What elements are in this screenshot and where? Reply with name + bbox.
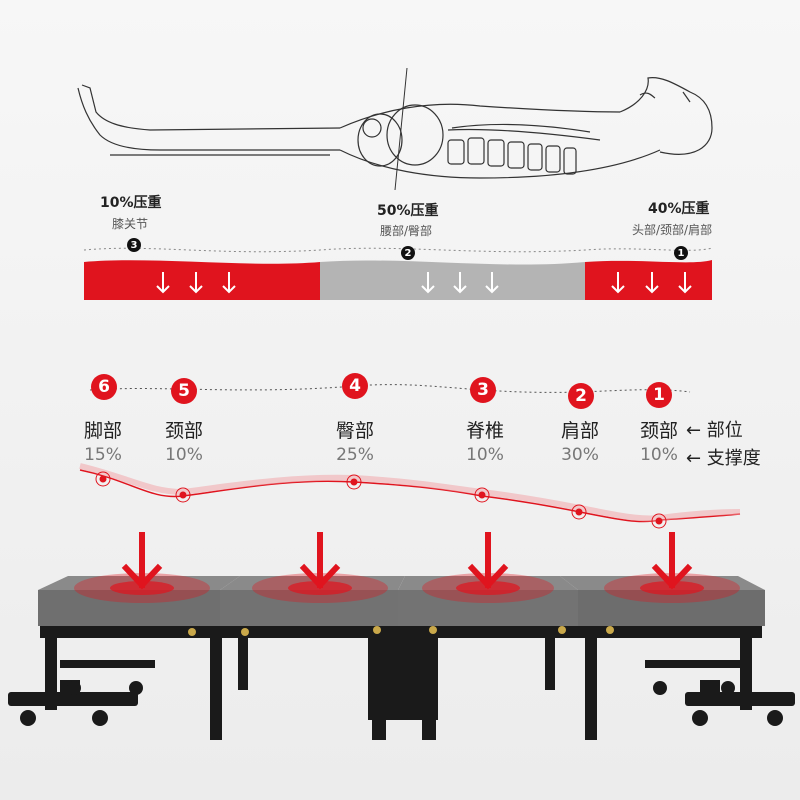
zone-3-percent: 10%压重: [100, 195, 162, 211]
zone-1-marker: 1: [674, 246, 688, 260]
legend-part: ← 部位: [686, 420, 743, 441]
folding-bed-illustration: [8, 532, 795, 740]
support-curve: [79, 384, 741, 529]
support-point-2-number: 2: [568, 383, 594, 409]
support-point-3-part: 脊椎: [465, 420, 505, 442]
legend-support: ← 支撑度: [686, 448, 761, 469]
body-outline-illustration: [77, 67, 713, 191]
support-point-3-value: 10%: [466, 445, 504, 465]
support-point-4-part: 臀部: [335, 420, 375, 442]
support-point-4-number: 4: [342, 373, 368, 399]
zone-1-part: 头部/颈部/肩部: [632, 223, 713, 237]
support-point-2-value: 30%: [561, 445, 599, 465]
support-point-6-number: 6: [91, 374, 117, 400]
support-point-4-value: 25%: [336, 445, 374, 465]
zone-3-marker: 3: [127, 238, 141, 252]
zone-2-percent: 50%压重: [377, 203, 439, 219]
support-point-markers: [95, 471, 667, 529]
support-point-6-value: 15%: [84, 445, 122, 465]
zone-2-part: 腰部/臀部: [380, 224, 433, 238]
zone-1-percent: 40%压重: [648, 201, 710, 217]
zone-3-part: 膝关节: [112, 217, 149, 231]
support-point-6-part: 脚部: [83, 420, 123, 442]
spine-vertebrae: [447, 123, 601, 175]
support-point-2-part: 肩部: [560, 420, 600, 442]
support-point-5-part: 颈部: [164, 420, 204, 442]
support-point-1-value: 10%: [640, 445, 678, 465]
support-point-5-number: 5: [171, 378, 197, 404]
support-point-1-number: 1: [646, 382, 672, 408]
support-point-5-value: 10%: [165, 445, 203, 465]
down-arrow-icon: [156, 272, 692, 294]
zone-2-marker: 2: [401, 246, 415, 260]
support-point-3-number: 3: [470, 377, 496, 403]
down-arrow-icon: [121, 532, 693, 590]
pressure-zone-bar: [83, 247, 713, 300]
support-point-1-part: 颈部: [639, 420, 679, 442]
